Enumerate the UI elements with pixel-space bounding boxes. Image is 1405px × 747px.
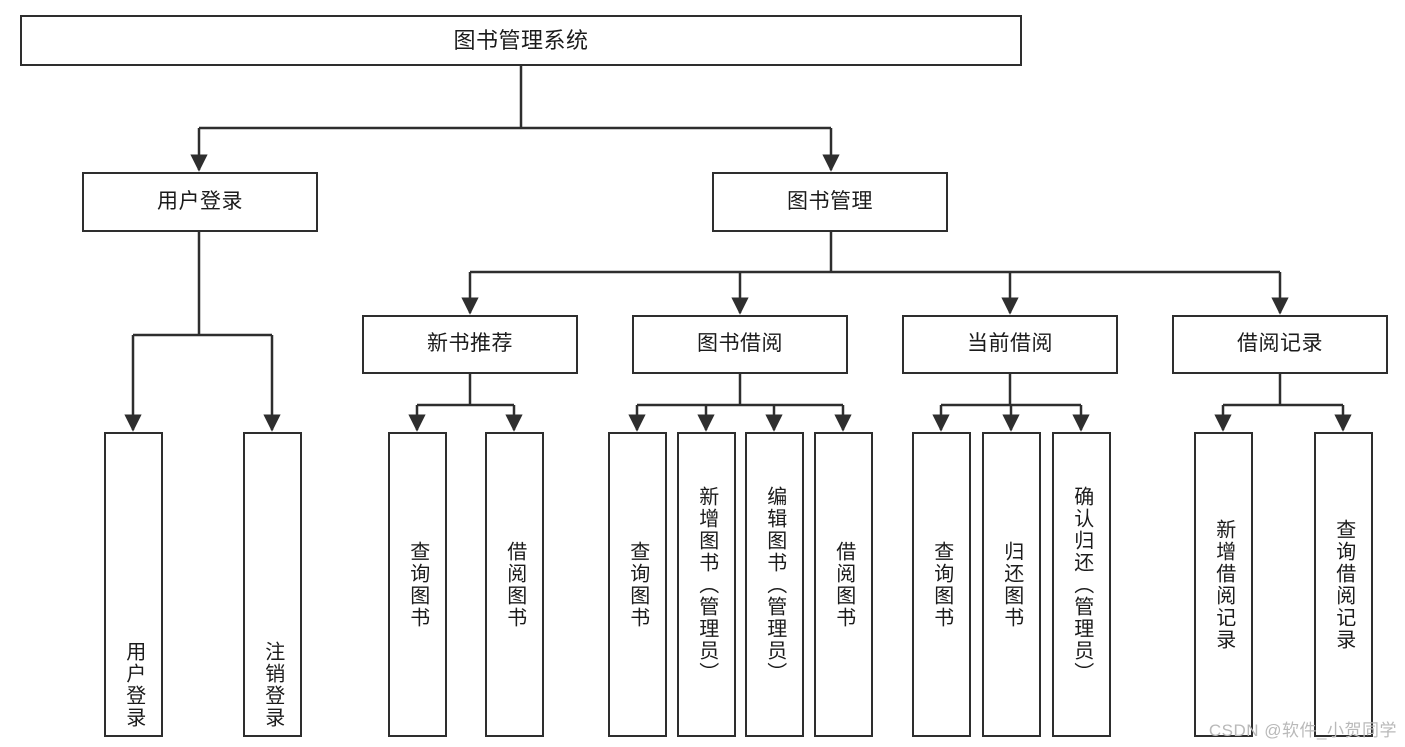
node-leaf-newbook-query[interactable]: 查询图书	[388, 432, 447, 737]
node-leaf-borrow-edit-admin[interactable]: 编辑图书（管理员）	[745, 432, 804, 737]
node-label: 图书借阅	[697, 332, 783, 356]
node-label: 查询借阅记录	[1332, 518, 1355, 651]
node-leaf-borrow-add-admin[interactable]: 新增图书（管理员）	[677, 432, 736, 737]
node-label: 编辑图书（管理员）	[763, 485, 786, 684]
watermark: CSDN @软件_小贺同学	[1208, 721, 1397, 740]
node-label: 当前借阅	[967, 332, 1053, 356]
node-label: 新增图书（管理员）	[695, 485, 718, 684]
node-leaf-logout[interactable]: 注销登录	[243, 432, 302, 737]
node-leaf-record-add[interactable]: 新增借阅记录	[1194, 432, 1253, 737]
node-label: 新书推荐	[427, 332, 513, 356]
node-label: 查询图书	[406, 540, 429, 629]
node-label: 查询图书	[930, 540, 953, 629]
node-new-book-recommend[interactable]: 新书推荐	[362, 315, 578, 374]
node-label: 图书管理系统	[453, 27, 589, 53]
node-user-login[interactable]: 用户登录	[82, 172, 318, 232]
node-label: 借阅图书	[832, 540, 855, 629]
node-leaf-user-login[interactable]: 用户登录	[104, 432, 163, 737]
node-book-management[interactable]: 图书管理	[712, 172, 948, 232]
node-label: 用户登录	[122, 641, 145, 729]
node-label: 新增借阅记录	[1212, 518, 1235, 651]
node-leaf-current-return[interactable]: 归还图书	[982, 432, 1041, 737]
node-leaf-current-confirm-admin[interactable]: 确认归还（管理员）	[1052, 432, 1111, 737]
node-current-borrow[interactable]: 当前借阅	[902, 315, 1118, 374]
node-leaf-current-query[interactable]: 查询图书	[912, 432, 971, 737]
node-leaf-borrow-book[interactable]: 借阅图书	[814, 432, 873, 737]
node-label: 归还图书	[1000, 540, 1023, 629]
node-borrow-record[interactable]: 借阅记录	[1172, 315, 1388, 374]
node-leaf-record-query[interactable]: 查询借阅记录	[1314, 432, 1373, 737]
node-label: 查询图书	[626, 540, 649, 629]
node-label: 注销登录	[261, 641, 284, 729]
node-label: 借阅图书	[503, 540, 526, 629]
node-label: 用户登录	[157, 189, 243, 213]
node-book-borrow[interactable]: 图书借阅	[632, 315, 848, 374]
node-leaf-borrow-query[interactable]: 查询图书	[608, 432, 667, 737]
node-root-library-system[interactable]: 图书管理系统	[20, 15, 1022, 66]
node-leaf-newbook-borrow[interactable]: 借阅图书	[485, 432, 544, 737]
node-label: 图书管理	[787, 189, 873, 213]
node-label: 确认归还（管理员）	[1070, 485, 1093, 684]
node-label: 借阅记录	[1237, 332, 1323, 356]
